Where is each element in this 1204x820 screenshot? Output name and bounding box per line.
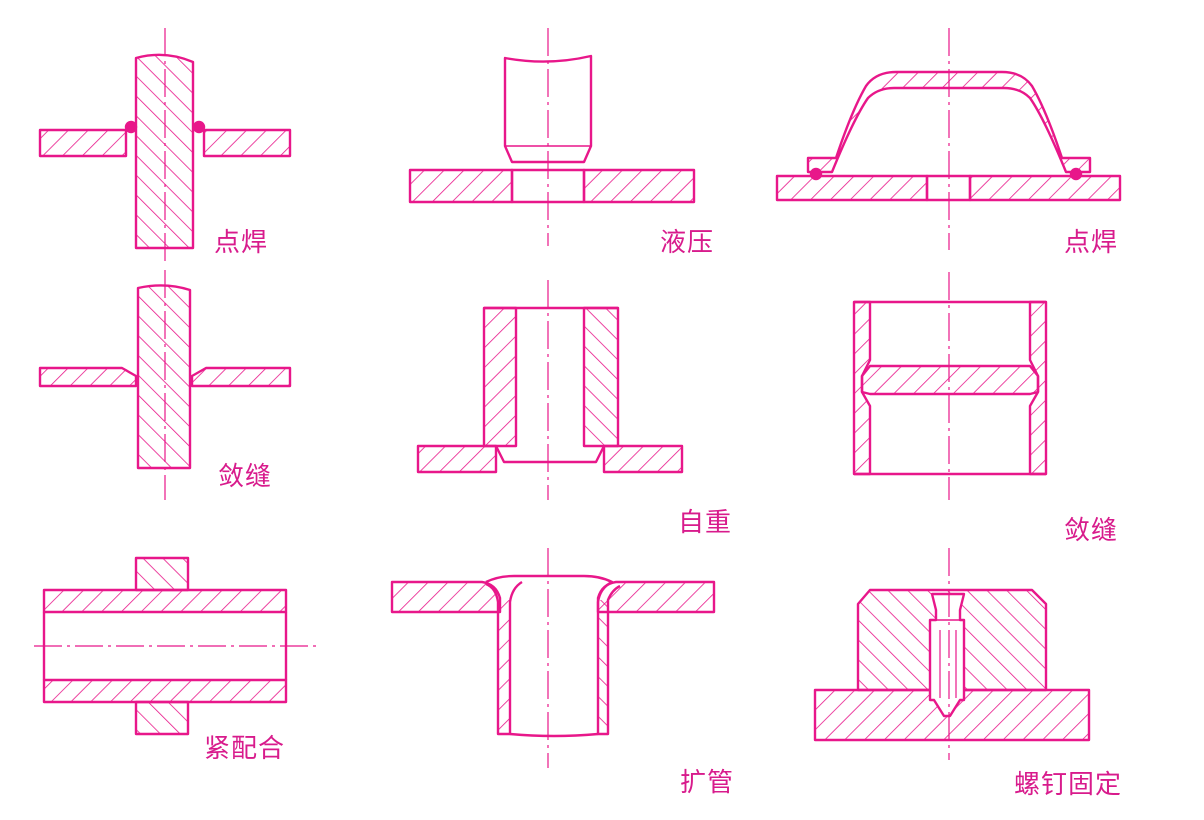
bushing-bottom <box>494 445 606 464</box>
collar-top <box>134 556 190 592</box>
weld-spot-right <box>1069 167 1083 181</box>
weld-spot-left <box>809 167 823 181</box>
right-plate <box>202 128 292 158</box>
label-tight-fit: 紧配合 <box>204 734 286 764</box>
hat-profile <box>806 70 1092 174</box>
collar-bottom <box>134 700 190 736</box>
tube-bottom-wall <box>42 678 288 704</box>
left-plate <box>38 366 138 388</box>
left-plate <box>390 580 502 614</box>
caulking-shaft-figure <box>38 270 292 500</box>
screw-fixing-figure <box>813 548 1091 760</box>
spot-weld-hat-figure <box>775 28 1122 250</box>
inner-disc <box>860 364 1040 396</box>
right-base-plate <box>968 174 1122 202</box>
bushing-right-wall <box>582 306 620 448</box>
tube-expansion-figure <box>390 548 716 768</box>
label-caulking-1: 敛缝 <box>218 462 273 492</box>
bushing-left-wall <box>482 306 518 448</box>
label-caulking-2: 敛缝 <box>1064 516 1119 546</box>
label-spot-welding-2: 点焊 <box>1064 228 1119 258</box>
label-self-weight: 自重 <box>678 508 733 538</box>
label-tube-expansion: 扩管 <box>680 768 735 798</box>
right-plate <box>190 366 292 388</box>
label-hydraulic-press: 液压 <box>660 228 715 258</box>
screw <box>928 592 966 718</box>
tube-bottom <box>509 732 599 738</box>
tube-top-wall <box>42 588 288 614</box>
press-punch <box>503 54 593 164</box>
right-base <box>602 444 684 474</box>
tube-right-hatch <box>598 600 608 734</box>
self-weight-figure <box>416 280 684 500</box>
shaft <box>136 284 192 470</box>
left-base <box>416 444 498 474</box>
spot-weld-shaft-figure <box>38 28 292 262</box>
left-base-plate <box>775 174 929 202</box>
label-screw-fixing: 螺钉固定 <box>1014 770 1123 800</box>
left-plate <box>38 128 128 158</box>
right-plate <box>596 580 716 614</box>
tube-left-hatch <box>498 600 510 734</box>
weld-spot-left <box>124 120 138 134</box>
caulking-tube-figure <box>852 272 1048 500</box>
tight-fit-figure <box>34 556 320 736</box>
left-plate <box>408 168 514 204</box>
right-plate <box>582 168 696 204</box>
hydraulic-press-figure <box>408 28 696 246</box>
tube-right-wall-outline <box>485 574 621 736</box>
weld-spot-right <box>192 120 206 134</box>
label-spot-welding-1: 点焊 <box>214 228 269 258</box>
